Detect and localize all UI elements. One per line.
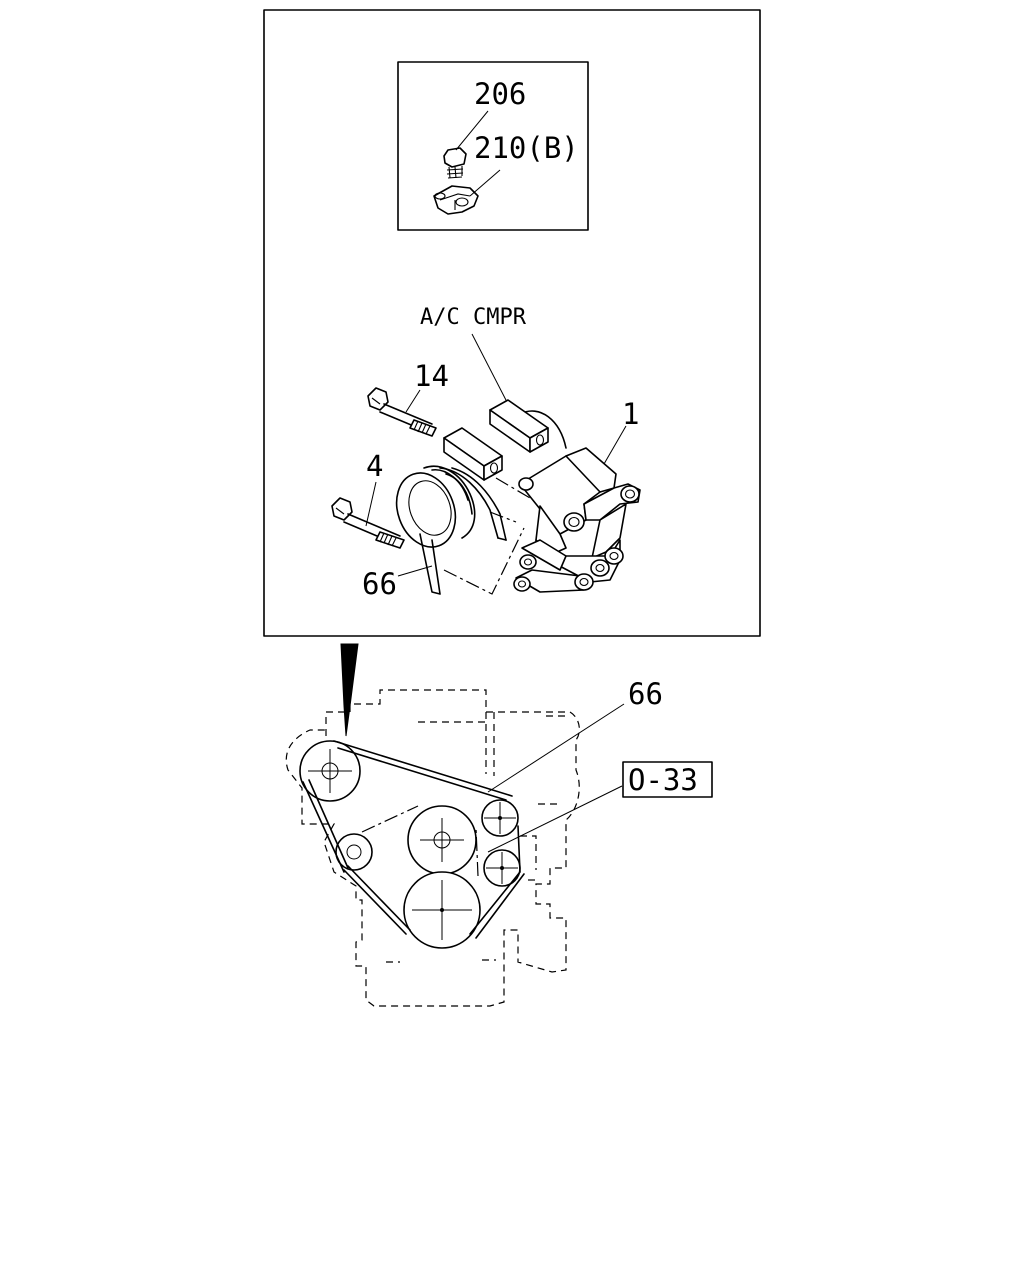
pulley-center <box>407 805 477 875</box>
inset-frame <box>397 61 589 231</box>
leader-belt-66-detail <box>397 565 433 577</box>
ref-label-o33[interactable]: O-33 <box>628 763 698 797</box>
callout-66-detail: 66 <box>362 567 397 601</box>
guide-line <box>443 527 525 595</box>
belt-66-detail <box>419 467 507 595</box>
guide-line <box>489 511 517 523</box>
pulley-idler-right <box>481 799 519 837</box>
bolt-14 <box>367 387 437 437</box>
leader-206 <box>455 110 489 151</box>
mount-block-lower <box>443 427 503 481</box>
compressor-pulley <box>395 465 476 548</box>
pulley-crank <box>403 871 481 949</box>
ref-box-o33 <box>622 761 713 798</box>
callout-210b: 210(B) <box>474 131 579 165</box>
callout-4: 4 <box>366 449 383 483</box>
clip-210b <box>433 185 479 215</box>
leader-part-1 <box>603 425 627 465</box>
pulley-upper-left <box>299 740 361 802</box>
leader-ref-o33 <box>487 785 623 853</box>
leader-belt-66-lower <box>487 703 625 793</box>
callout-206: 206 <box>474 77 526 111</box>
engine-outline <box>285 689 580 1007</box>
callout-66-lower: 66 <box>628 677 663 711</box>
bracket-part-1 <box>513 447 641 593</box>
mount-block-upper <box>489 399 549 453</box>
pointer-arrow <box>340 643 359 737</box>
flange-bolt-206 <box>443 147 467 179</box>
pulley-right-small <box>483 849 521 887</box>
leader-ac-compressor <box>471 333 509 405</box>
leader-part-14 <box>405 389 421 413</box>
leader-210b <box>469 169 501 197</box>
callout-14: 14 <box>414 359 449 393</box>
bolt-4 <box>331 497 405 549</box>
detail-frame <box>263 9 761 637</box>
belt-66-route <box>302 740 525 939</box>
label-ac-compressor: A/C CMPR <box>420 305 527 330</box>
guide-line <box>495 477 531 499</box>
leader-part-4 <box>365 481 377 527</box>
callout-1: 1 <box>622 397 639 431</box>
